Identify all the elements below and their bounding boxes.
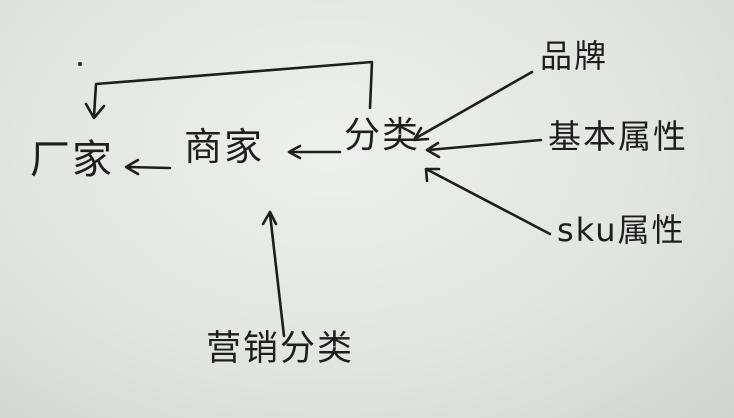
node-category: 分类 [344, 115, 421, 156]
node-factory: 厂家 [30, 137, 114, 183]
edge-brand-to-category [414, 70, 534, 140]
arrowhead-factory-loop [84, 102, 106, 120]
edge-marketing-to-merchant [268, 212, 286, 338]
arrowhead-sku-attr-category [424, 167, 441, 183]
arrowhead-basic-attr-category [425, 141, 441, 159]
edge-sku-attr-to-category [426, 168, 552, 236]
edge-merchant-to-factory [126, 165, 172, 170]
edge-basic-attr-to-category [426, 138, 543, 152]
node-merchant: 商家 [184, 125, 265, 169]
arrowhead-brand-category [412, 126, 430, 142]
marker-dot [78, 62, 82, 66]
arrowhead-marketing-merchant [261, 210, 278, 226]
node-sku-attr: sku属性 [557, 211, 686, 249]
node-brand: 品牌 [540, 37, 609, 75]
arrowhead-category-merchant [287, 144, 302, 160]
arrowhead-merchant-factory [124, 158, 140, 176]
node-basic-attr: 基本属性 [548, 117, 688, 156]
node-marketing-category: 营销分类 [206, 329, 355, 369]
edge-category-to-factory-loop [92, 60, 374, 118]
